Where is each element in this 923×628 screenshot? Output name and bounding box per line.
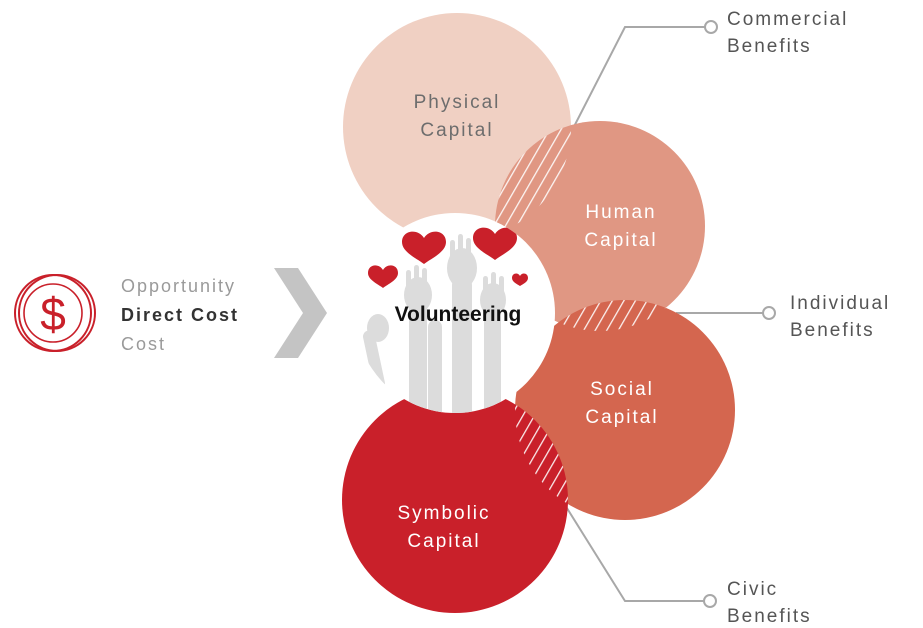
- commercial-connector-line: [561, 26, 706, 151]
- connectors: [561, 20, 776, 608]
- individual-connector-dot: [762, 306, 776, 320]
- symbolic-capital-circle: [342, 387, 568, 613]
- symbolic-capital-label-line2: Capital: [407, 531, 480, 552]
- chevron-right-icon: [274, 268, 327, 358]
- commercial-benefits-label-line2: Benefits: [727, 36, 812, 57]
- physical-capital-label-line2: Capital: [420, 120, 493, 141]
- opportunity-cost-label-bottom: Cost: [121, 334, 166, 354]
- social-capital-label-line1: Social: [590, 379, 654, 400]
- commercial-connector-dot: [704, 20, 718, 34]
- svg-text:$: $: [40, 288, 66, 340]
- heart-icon: [368, 265, 398, 288]
- raised-hands-hearts-icon: [363, 227, 528, 413]
- social-capital-label-line2: Capital: [585, 407, 658, 428]
- individual-benefits-label-line1: Individual: [790, 293, 890, 314]
- social-capital-circle: [515, 300, 735, 520]
- civic-connector-line: [564, 504, 705, 602]
- opportunity-cost-label-top: Opportunity: [121, 276, 236, 296]
- heart-icon: [473, 227, 517, 260]
- civic-benefits-label-line2: Benefits: [727, 606, 812, 627]
- overlap-physical-human: [495, 121, 571, 241]
- human-capital-label-line1: Human: [585, 202, 656, 223]
- heart-icon: [402, 231, 446, 264]
- dollar-coin-icon: $: [14, 274, 96, 352]
- volunteering-label: Volunteering: [395, 303, 522, 326]
- heart-icon: [512, 273, 528, 286]
- human-capital-label-line2: Capital: [584, 230, 657, 251]
- commercial-benefits-label-line1: Commercial: [727, 9, 848, 30]
- direct-cost-label: Direct Cost: [121, 305, 239, 325]
- civic-connector-dot: [703, 594, 717, 608]
- civic-benefits-label-line1: Civic: [727, 579, 778, 600]
- symbolic-capital-label-line1: Symbolic: [397, 503, 490, 524]
- physical-capital-label-line1: Physical: [414, 92, 501, 113]
- individual-benefits-label-line2: Benefits: [790, 320, 875, 341]
